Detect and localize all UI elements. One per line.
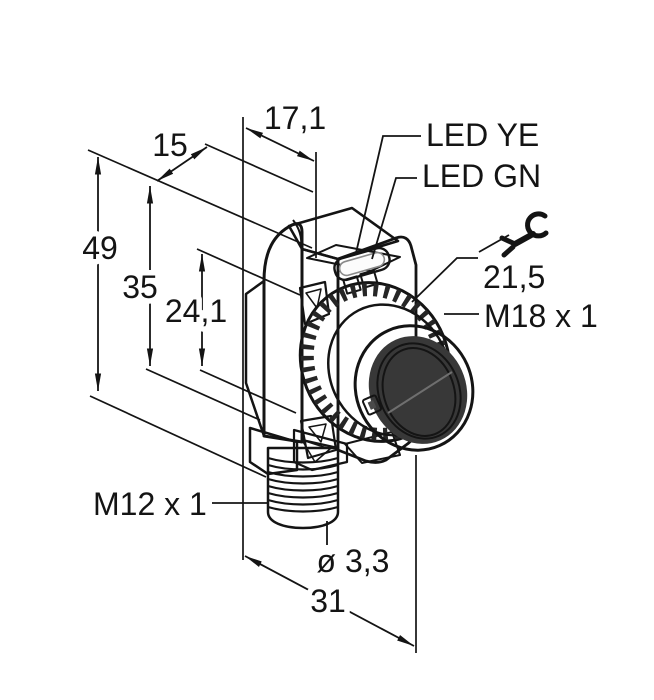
m12-connector [266, 446, 340, 530]
lens [381, 347, 457, 437]
body-rear-face [244, 279, 266, 438]
dim-171-line [245, 127, 315, 162]
ext-top-241 [196, 248, 301, 296]
leader-lines [212, 135, 549, 545]
body-hump-crease [292, 219, 303, 248]
led-indicator-green [359, 269, 379, 289]
bezel-outer [353, 324, 475, 452]
dim-height-lens-axis-label: 24,1 [165, 293, 227, 329]
body-foot [248, 426, 299, 476]
ext-bottom-49 [89, 395, 267, 478]
lens-assembly [353, 324, 475, 452]
bezel-inner-ring [376, 342, 462, 440]
dim-height-body-label: 35 [122, 269, 158, 305]
lens-reflection-line [387, 371, 453, 414]
dim-depth-total-label: 17,1 [264, 100, 326, 136]
mounting-lug-top [298, 280, 331, 326]
wrench-size-label: 21,5 [483, 259, 545, 295]
sensor-illustration [244, 206, 475, 530]
led-yellow-label: LED YE [426, 117, 539, 153]
dim-width-total-label: 31 [310, 583, 346, 619]
dim-depth-body-label: 15 [152, 127, 188, 163]
connector-threads [267, 456, 339, 513]
bezel-notch [361, 394, 383, 416]
leader-wrench-size [411, 257, 478, 303]
leader-led-ye [355, 135, 421, 254]
led-green-label: LED GN [422, 158, 541, 194]
ext-top-left [87, 149, 313, 249]
hole-diameter-label: ø 3,3 [317, 543, 390, 579]
front-thread-label: M18 x 1 [484, 298, 598, 334]
dim-15-line [156, 146, 208, 182]
dim-height-total-label: 49 [82, 230, 118, 266]
connector-thread-label: M12 x 1 [93, 486, 207, 522]
connector-body [266, 446, 340, 530]
dim-31-line [244, 555, 415, 647]
ext-depth-right [204, 143, 314, 193]
body-top-face [287, 206, 400, 261]
labels: 49 35 24,1 15 17,1 31 LED YE LED GN 21,5… [77, 100, 598, 625]
ext-bottom-35 [145, 368, 261, 421]
body-left-face [262, 222, 304, 444]
leader-led-gn [371, 177, 417, 260]
wrench-icon [499, 211, 549, 258]
